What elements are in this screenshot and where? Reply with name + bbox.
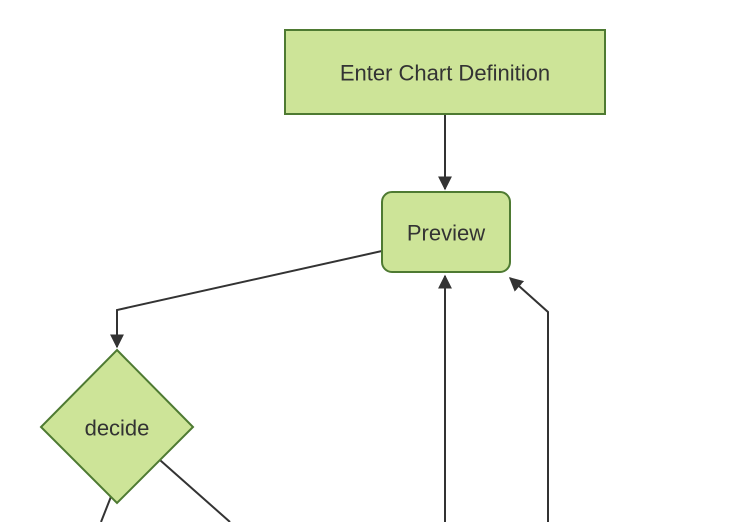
edge-decide-to-offscreen-bottom-right <box>151 452 231 522</box>
node-preview-shape <box>381 191 511 273</box>
node-preview-label: Preview <box>407 221 485 246</box>
node-decide-shape <box>39 348 195 505</box>
node-decide: decide <box>39 348 195 505</box>
node-enter-chart-definition: Enter Chart Definition <box>284 29 606 115</box>
node-decide-label: decide <box>85 416 150 441</box>
node-enter-chart-definition-shape <box>284 29 606 115</box>
node-preview: Preview <box>381 191 511 273</box>
edge-offscreen-bottom-2-to-preview <box>508 277 549 522</box>
node-enter-chart-definition-label: Enter Chart Definition <box>340 61 550 86</box>
edge-preview-to-decide <box>110 250 383 349</box>
